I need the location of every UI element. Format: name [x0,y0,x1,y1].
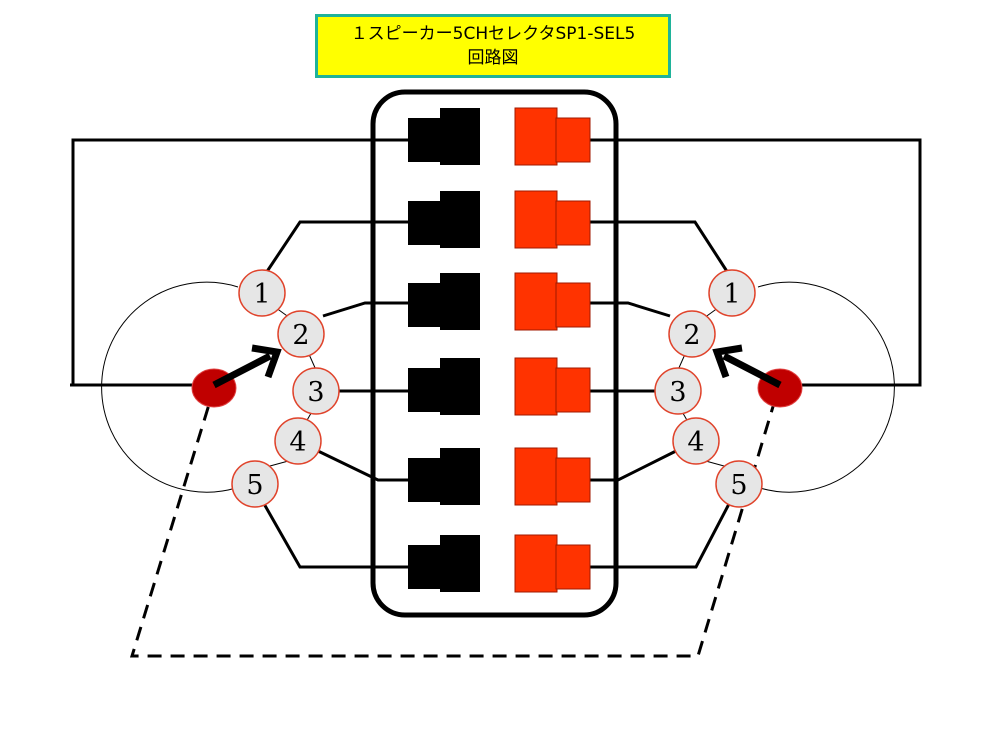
contact-label: 2 [292,320,309,351]
negative-terminal [408,201,442,245]
left-selector-arrow [212,344,282,389]
right-contact-2: 2 [668,310,716,358]
negative-terminal [408,283,442,327]
contact-label: 3 [307,377,324,408]
positive-terminal [555,544,591,590]
positive-terminal-body [514,357,558,416]
diagram-title: １スピーカー5CHセレクタSP1-SEL5 回路図 [315,14,671,78]
contact-label: 2 [683,320,700,351]
contact-label: 5 [730,470,747,501]
terminal-pair-5 [408,447,591,506]
left-contact-5: 5 [231,460,279,508]
contact-label: 5 [246,470,263,501]
terminal-pair-6 [408,534,591,593]
contact-label: 4 [289,427,306,458]
right-contact-1: 1 [708,269,756,317]
positive-terminal [555,457,591,503]
terminal-enclosure [370,89,619,618]
contact-label: 3 [669,377,686,408]
positive-terminal-body [514,447,558,506]
title-line-2: 回路図 [467,48,519,68]
contact-label: 1 [253,279,270,310]
title-line-1: １スピーカー5CHセレクタSP1-SEL5 [350,24,636,44]
contact-label: 4 [687,427,704,458]
terminal-pair-1 [408,107,591,166]
right-contact-5: 5 [715,460,763,508]
terminal-pair-2 [408,190,591,249]
right-selector-contacts: 1 2 3 4 5 [654,269,763,508]
negative-terminal-body [440,108,480,165]
left-selector-contacts: 1 2 3 4 5 [231,269,340,508]
positive-terminal-body [514,272,558,331]
negative-terminal [408,368,442,412]
positive-terminal-body [514,534,558,593]
positive-terminal [555,117,591,163]
common-wiring [70,138,922,387]
right-selector-arrow [712,344,782,389]
negative-terminal-body [440,273,480,330]
right-contact-3: 3 [654,367,702,415]
negative-terminal-body [440,358,480,415]
linkage-dashed-line [129,384,780,658]
negative-terminal-body [440,448,480,505]
positive-terminal-body [514,107,558,166]
positive-terminal [555,200,591,246]
negative-terminal-body [440,191,480,248]
left-contact-2: 2 [277,310,325,358]
positive-terminal [555,367,591,413]
negative-terminal-body [440,535,480,592]
right-contact-4: 4 [672,417,720,465]
left-contact-4: 4 [274,417,322,465]
negative-terminal [408,545,442,589]
positive-terminal [555,282,591,328]
contact-label: 1 [723,279,740,310]
terminal-pair-3 [408,272,591,331]
terminal-pair-4 [408,357,591,416]
positive-terminal-body [514,190,558,249]
left-contact-3: 3 [292,367,340,415]
negative-terminal [408,458,442,502]
left-contact-1: 1 [238,269,286,317]
negative-terminal [408,118,442,162]
